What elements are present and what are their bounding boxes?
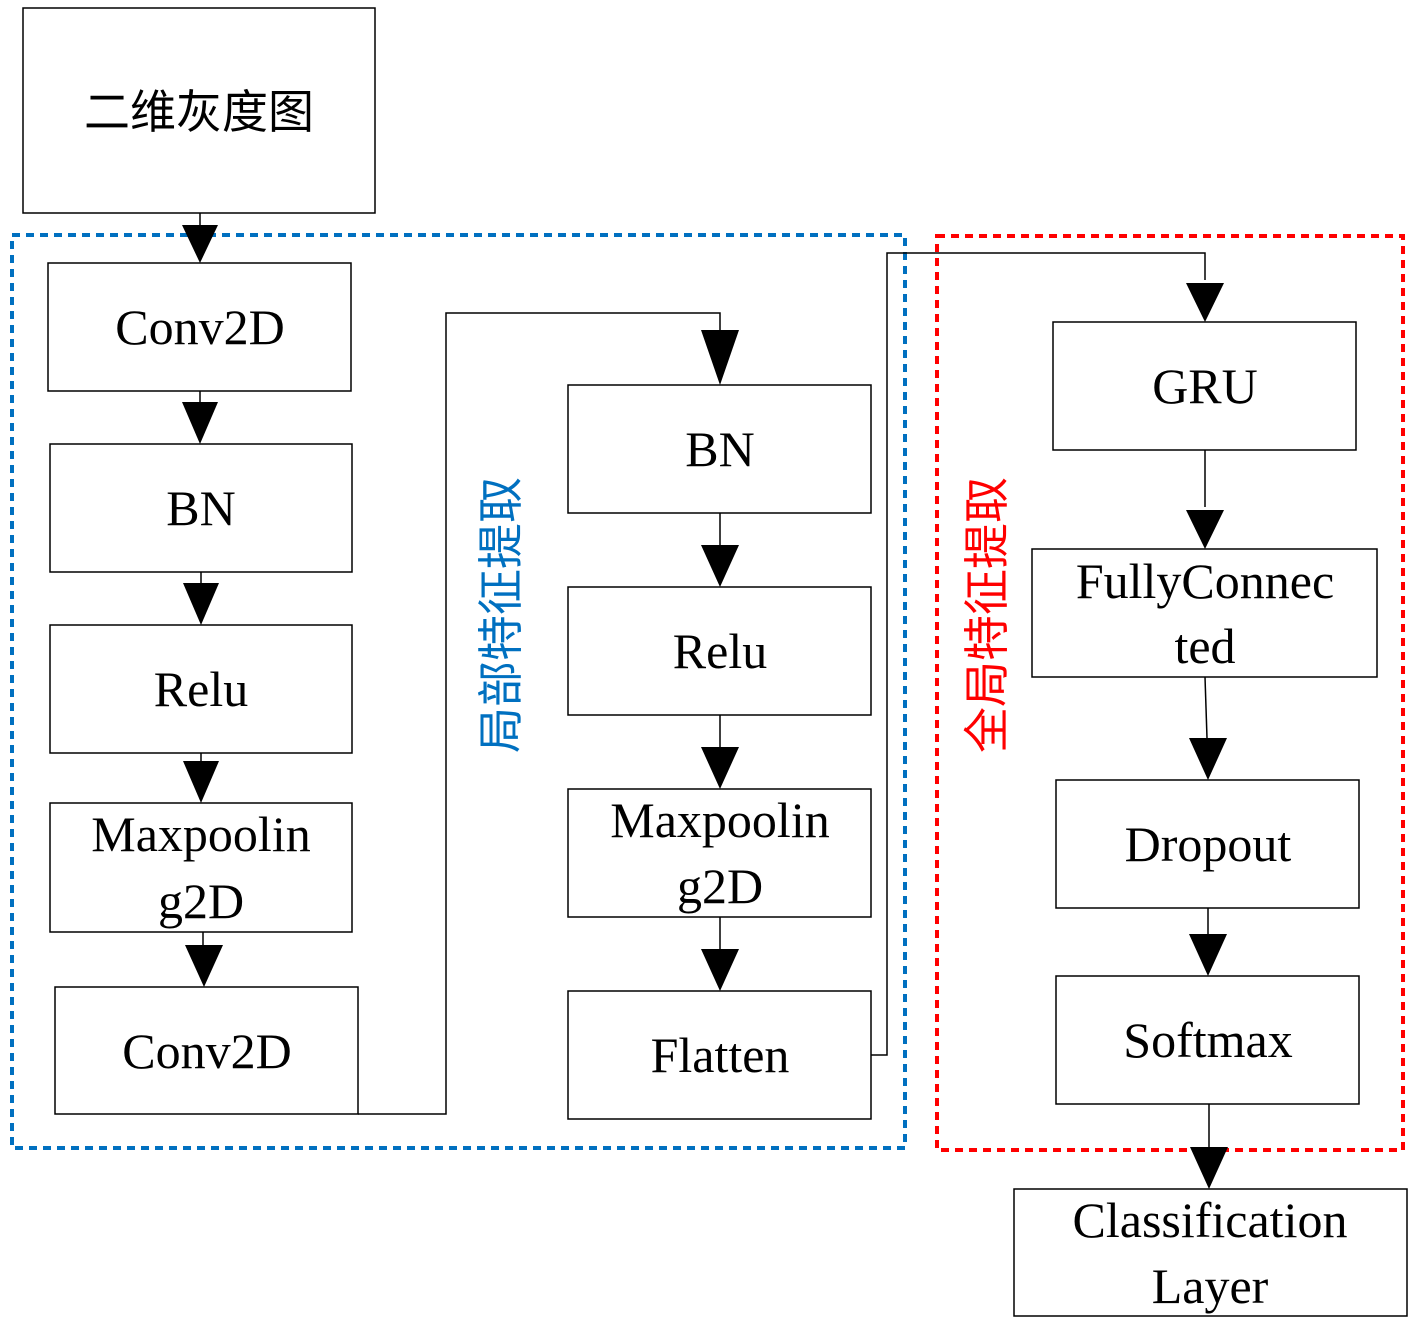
svg-text:FullyConnec: FullyConnec <box>1076 553 1334 609</box>
middle-bn: BN <box>567 384 872 514</box>
arrow-head <box>1189 738 1227 780</box>
left-bn: BN <box>49 443 353 573</box>
svg-text:Maxpoolin: Maxpoolin <box>610 792 829 848</box>
input-node: 二维灰度图 <box>22 7 376 214</box>
middle-flatten: Flatten <box>567 990 872 1120</box>
svg-text:BN: BN <box>685 421 754 477</box>
svg-text:Relu: Relu <box>673 623 767 679</box>
middle-relu: Relu <box>567 586 872 716</box>
left-relu: Relu <box>49 624 353 754</box>
svg-text:ted: ted <box>1174 618 1235 674</box>
arrow-head <box>701 747 739 789</box>
svg-text:Softmax: Softmax <box>1123 1012 1292 1068</box>
arrow-head <box>701 949 739 991</box>
arrow-head <box>1190 1147 1228 1189</box>
middle-maxpooling2d: Maxpoolin g2D <box>567 788 872 918</box>
svg-text:Dropout: Dropout <box>1125 816 1292 872</box>
arrowheads <box>182 225 1228 1189</box>
arrow-head <box>1189 934 1227 976</box>
svg-text:g2D: g2D <box>158 873 244 929</box>
svg-text:Flatten: Flatten <box>651 1027 790 1083</box>
right-fullyconnected: FullyConnec ted <box>1031 548 1378 678</box>
svg-text:g2D: g2D <box>677 858 763 914</box>
svg-text:二维灰度图: 二维灰度图 <box>84 85 314 139</box>
arrow-head <box>1186 283 1224 322</box>
arrow-head <box>185 945 223 987</box>
local-feature-group-frame <box>10 233 907 1150</box>
left-maxpooling2d: Maxpoolin g2D <box>49 802 353 933</box>
right-dropout: Dropout <box>1055 779 1360 909</box>
svg-text:Conv2D: Conv2D <box>122 1023 291 1079</box>
global-feature-label: 全局特征提取 <box>960 477 1014 753</box>
svg-text:Relu: Relu <box>154 661 248 717</box>
svg-text:BN: BN <box>166 480 235 536</box>
connectors <box>199 213 1210 1147</box>
right-softmax: Softmax <box>1055 975 1360 1105</box>
local-feature-label: 局部特征提取 <box>474 477 528 753</box>
arrow-head <box>701 545 739 587</box>
svg-text:Maxpoolin: Maxpoolin <box>91 806 310 862</box>
left-conv2d-1: Conv2D <box>47 262 352 392</box>
arrow-head <box>182 402 218 444</box>
arrow-head <box>701 330 739 385</box>
svg-text:Layer: Layer <box>1152 1258 1269 1314</box>
right-gru: GRU <box>1052 321 1357 451</box>
arrow-head <box>1186 510 1224 549</box>
left-conv2d-2: Conv2D <box>54 986 359 1115</box>
global-feature-group-frame <box>935 234 1405 1152</box>
arrow-head <box>183 583 219 625</box>
arrow-head <box>182 225 218 263</box>
svg-text:Conv2D: Conv2D <box>115 299 284 355</box>
svg-text:Classification: Classification <box>1073 1192 1348 1248</box>
arrow-head <box>183 761 219 803</box>
output-classification-layer: Classification Layer <box>1013 1188 1408 1317</box>
svg-text:GRU: GRU <box>1152 358 1258 414</box>
